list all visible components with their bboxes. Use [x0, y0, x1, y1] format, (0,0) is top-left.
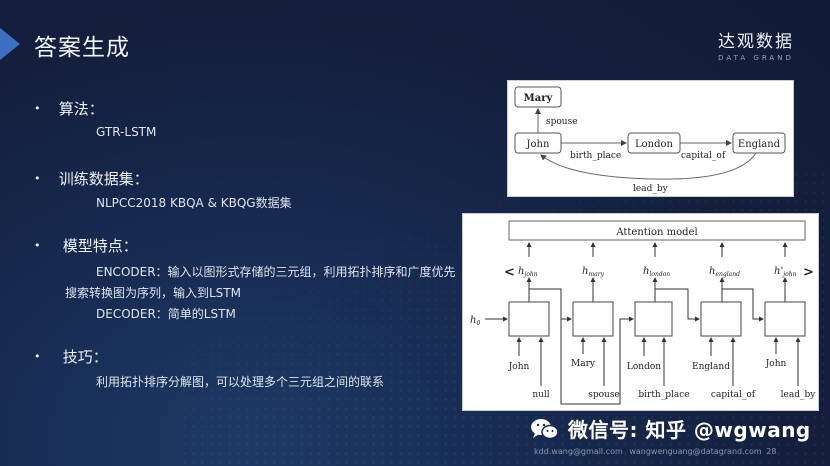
input-relation: lead_by [781, 390, 817, 400]
logo-en: DATA GRAND [718, 54, 794, 62]
bullet-label: 模型特点： [62, 237, 138, 255]
knowledge-graph-figure: Mary John London England spouse birth_pl… [507, 80, 794, 197]
edge-birth-place: birth_place [570, 151, 621, 161]
hidden-label: hmary [582, 266, 605, 278]
bullet-algorithm: • 算法： [34, 98, 104, 119]
logo-cn: 达观数据 [718, 32, 794, 52]
hidden-label: hjohn [518, 266, 538, 278]
slide-title: 答案生成 [34, 35, 130, 61]
right-bracket: > [803, 265, 814, 280]
gtr-lstm-figure: Attention model < > hjohn hmary hlondon … [462, 213, 819, 411]
bullet-dataset: • 训练数据集： [34, 168, 149, 189]
footer-contact: kdd.wang@gmail.com wangwenguang@datagran… [534, 447, 776, 456]
title-arrow-icon [0, 28, 20, 60]
input-entity: John [508, 362, 530, 372]
lstm-cell [700, 301, 742, 337]
input-relation: birth_place [638, 390, 689, 400]
bullet-text: GTR-LSTM [96, 125, 157, 139]
lstm-cell [508, 301, 550, 337]
node-mary: Mary [524, 93, 554, 104]
hidden-label: hlondon [643, 266, 670, 278]
bullet-dot-icon: • [34, 239, 41, 252]
node-london: London [635, 139, 674, 150]
footer-email-2: wangwenguang@datagrand.com [629, 447, 762, 456]
bullet-text-decoder: DECODER：简单的LSTM [96, 307, 236, 321]
edge-lead-by: lead_by [633, 184, 669, 194]
watermark: 微信号: 知乎 @wgwang [530, 414, 811, 443]
edge-spouse: spouse [546, 117, 578, 127]
hidden-label: h'john [774, 266, 797, 278]
node-england: England [738, 139, 781, 150]
input-entity: Mary [571, 359, 596, 369]
bullet-dot-icon: • [34, 350, 41, 363]
input-relation: null [532, 390, 549, 400]
edge-capital-of: capital_of [681, 151, 726, 161]
footer-email-1: kdd.wang@gmail.com [534, 447, 623, 456]
left-bracket: < [504, 265, 515, 280]
input-entity: London [627, 362, 661, 372]
bullet-dot-icon: • [34, 102, 41, 115]
lstm-cell [572, 301, 614, 337]
bullet-text-encoder-cont: 搜索转换图为序列，输入到LSTM [65, 286, 241, 300]
bullet-label: 算法： [58, 100, 104, 118]
hidden-label: hengland [709, 266, 740, 278]
bullet-text-encoder: ENCODER：输入以图形式存储的三元组，利用拓扑排序和广度优先 [96, 265, 456, 279]
bullet-text: NLPCC2018 KBQA & KBQG数据集 [96, 196, 292, 210]
input-entity: England [692, 362, 730, 372]
bullet-text: 利用拓扑排序分解图，可以处理多个三元组之间的联系 [96, 375, 385, 389]
page-number: 28 [766, 447, 777, 456]
attention-model-label: Attention model [615, 227, 697, 238]
wechat-icon [530, 417, 560, 441]
lstm-cell [634, 301, 673, 337]
input-relation: capital_of [711, 390, 756, 400]
bullet-technique: • 技巧： [34, 346, 108, 367]
bullet-label: 技巧： [62, 348, 108, 366]
bullet-model-features: • 模型特点： [34, 235, 138, 256]
bullet-label: 训练数据集： [58, 170, 149, 188]
company-logo: 达观数据 DATA GRAND [718, 27, 794, 62]
bullet-dot-icon: • [34, 172, 41, 185]
node-john: John [526, 139, 550, 150]
lstm-cell [764, 301, 806, 337]
input-entity: John [765, 359, 787, 369]
watermark-text: 微信号: 知乎 @wgwang [568, 418, 811, 442]
h0-label: h0 [470, 315, 480, 327]
input-relation: spouse [588, 390, 620, 400]
